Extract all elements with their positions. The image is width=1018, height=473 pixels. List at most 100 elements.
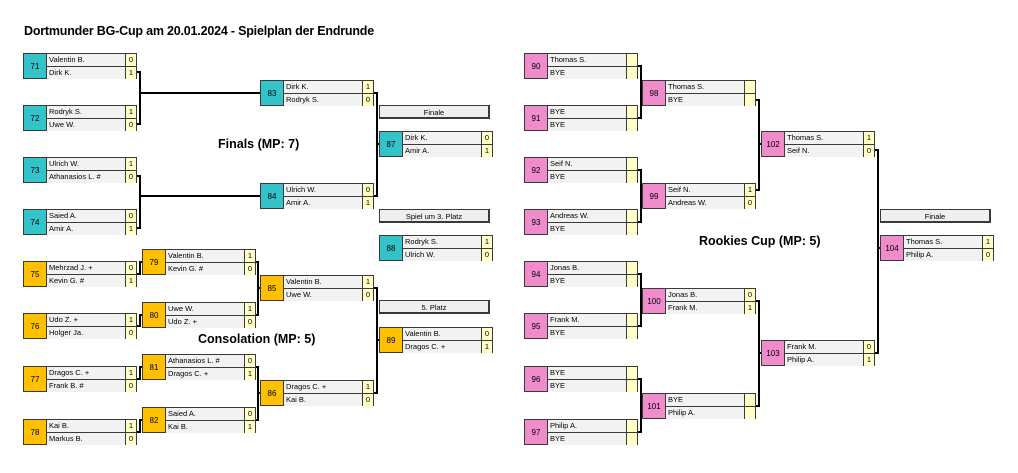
player-score[interactable]: 1 [744, 184, 755, 196]
player-name: BYE [548, 367, 626, 379]
player-score[interactable]: 0 [125, 380, 136, 392]
player-score[interactable]: 1 [481, 236, 492, 248]
player-score[interactable] [626, 433, 637, 445]
player-score[interactable]: 0 [863, 341, 874, 353]
player-score[interactable]: 0 [125, 54, 136, 66]
player-score[interactable] [626, 367, 637, 379]
player-name: Ulrich W. [47, 158, 125, 170]
player-score[interactable]: 1 [481, 145, 492, 157]
player-score[interactable]: 0 [481, 132, 492, 144]
match-97: 97 Philip A. BYE [524, 419, 638, 445]
player-score[interactable]: 1 [362, 381, 373, 393]
player-score[interactable]: 0 [362, 184, 373, 196]
player-score[interactable]: 0 [244, 408, 255, 420]
player-name: Thomas S. [785, 132, 863, 144]
player-score[interactable]: 0 [125, 327, 136, 339]
player-score[interactable]: 0 [125, 262, 136, 274]
match-91: 91 BYE BYE [524, 105, 638, 131]
player-score[interactable]: 1 [125, 223, 136, 235]
player-score[interactable]: 1 [481, 341, 492, 353]
player-score[interactable]: 0 [744, 289, 755, 301]
player-row: BYE [548, 379, 637, 392]
match-101: 101 BYE Philip A. [642, 393, 756, 419]
player-row: Dirk K. 1 [284, 81, 373, 93]
player-score[interactable]: 0 [125, 119, 136, 131]
player-score[interactable]: 1 [863, 132, 874, 144]
player-score[interactable] [744, 407, 755, 419]
player-row: Valentin B. 1 [284, 276, 373, 288]
player-score[interactable] [744, 394, 755, 406]
player-score[interactable] [626, 54, 637, 66]
player-score[interactable]: 1 [244, 421, 255, 433]
player-score[interactable] [744, 94, 755, 106]
player-score[interactable] [744, 81, 755, 93]
player-name: BYE [548, 380, 626, 392]
player-score[interactable]: 0 [982, 249, 993, 261]
player-score[interactable]: 0 [125, 171, 136, 183]
player-score[interactable]: 1 [125, 106, 136, 118]
player-score[interactable] [626, 275, 637, 287]
player-score[interactable] [626, 119, 637, 131]
player-score[interactable]: 1 [362, 197, 373, 209]
player-name: Philip A. [904, 249, 982, 261]
player-score[interactable]: 1 [125, 158, 136, 170]
player-name: BYE [666, 394, 744, 406]
player-score[interactable] [626, 210, 637, 222]
player-score[interactable] [626, 262, 637, 274]
player-score[interactable]: 0 [481, 328, 492, 340]
player-row: Frank M. 0 [785, 341, 874, 353]
player-name: Rodryk S. [47, 106, 125, 118]
player-score[interactable]: 0 [244, 263, 255, 275]
player-row: BYE [548, 432, 637, 445]
match-94: 94 Jonas B. BYE [524, 261, 638, 287]
match-87: 87 Dirk K. 0 Amir A. 1 [379, 131, 493, 157]
player-score[interactable]: 1 [362, 81, 373, 93]
player-score[interactable]: 0 [244, 316, 255, 328]
player-score[interactable]: 1 [982, 236, 993, 248]
player-score[interactable]: 0 [125, 210, 136, 222]
player-score[interactable]: 1 [125, 367, 136, 379]
player-score[interactable]: 0 [362, 394, 373, 406]
player-score[interactable]: 1 [125, 67, 136, 79]
player-score[interactable]: 0 [863, 145, 874, 157]
match-71: 71 Valentin B. 0 Dirk K. 1 [23, 53, 137, 79]
player-name: Thomas S. [666, 81, 744, 93]
player-score[interactable] [626, 158, 637, 170]
player-score[interactable]: 0 [244, 355, 255, 367]
player-score[interactable]: 0 [481, 249, 492, 261]
match-number: 95 [525, 314, 548, 338]
player-score[interactable]: 1 [244, 303, 255, 315]
player-score[interactable] [626, 314, 637, 326]
player-row: Amir A. 1 [47, 222, 136, 235]
player-score[interactable] [626, 380, 637, 392]
match-84: 84 Ulrich W. 0 Amir A. 1 [260, 183, 374, 209]
player-score[interactable]: 0 [362, 289, 373, 301]
player-score[interactable] [626, 223, 637, 235]
player-score[interactable] [626, 420, 637, 432]
player-row: Uwe W. 0 [284, 288, 373, 301]
match-89: 89 Valentin B. 0 Dragos C. + 1 [379, 327, 493, 353]
player-score[interactable]: 1 [744, 302, 755, 314]
player-score[interactable]: 0 [744, 197, 755, 209]
player-score[interactable]: 0 [362, 94, 373, 106]
player-score[interactable]: 1 [125, 314, 136, 326]
player-name: Philip A. [548, 420, 626, 432]
player-name: Valentin B. [284, 276, 362, 288]
player-score[interactable] [626, 171, 637, 183]
player-score[interactable]: 1 [362, 276, 373, 288]
player-row: Mehrzad J. + 0 [47, 262, 136, 274]
player-score[interactable] [626, 106, 637, 118]
player-score[interactable]: 1 [244, 250, 255, 262]
player-score[interactable]: 1 [863, 354, 874, 366]
player-score[interactable]: 0 [125, 433, 136, 445]
player-name: Valentin B. [166, 250, 244, 262]
player-score[interactable]: 1 [125, 420, 136, 432]
player-name: Jonas B. [548, 262, 626, 274]
match-number: 102 [762, 132, 785, 156]
player-score[interactable] [626, 67, 637, 79]
player-score[interactable] [626, 327, 637, 339]
player-row: Philip A. 1 [785, 353, 874, 366]
player-name: BYE [548, 171, 626, 183]
player-score[interactable]: 1 [244, 368, 255, 380]
player-score[interactable]: 1 [125, 275, 136, 287]
